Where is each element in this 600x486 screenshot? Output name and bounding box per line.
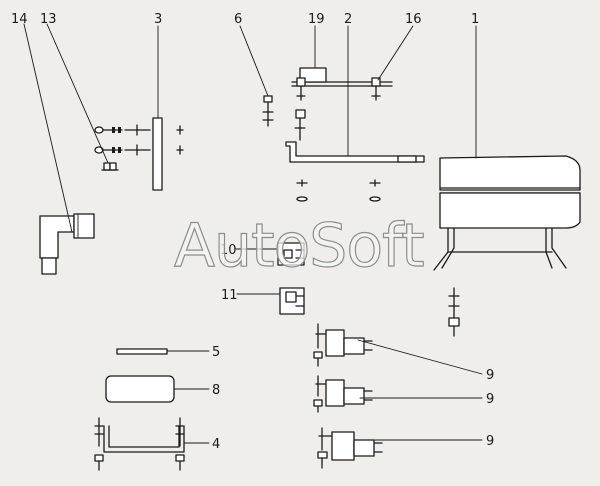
callout-9-bottom: 9 <box>486 434 494 449</box>
callout-16: 16 <box>405 12 422 27</box>
part-6-bolt <box>262 95 274 127</box>
callout-6: 6 <box>234 12 242 27</box>
watermark: AutoSoft <box>174 211 424 281</box>
callout-2: 2 <box>344 12 352 27</box>
callout-4: 4 <box>212 437 220 452</box>
part-2-bracket <box>285 67 425 202</box>
part-5-strip <box>116 348 168 355</box>
part-10-relay <box>277 242 305 266</box>
callout-19: 19 <box>308 12 325 27</box>
loose-bolt <box>448 287 460 337</box>
callout-5: 5 <box>212 345 220 360</box>
part-4-u-bracket <box>94 417 185 471</box>
leader-lines <box>23 23 483 444</box>
part-8-pad <box>105 375 175 403</box>
callout-13: 13 <box>40 12 57 27</box>
callout-14: 14 <box>11 12 28 27</box>
callout-labels: 14 13 3 6 19 2 16 1 10 11 5 8 4 9 9 9 <box>11 12 494 452</box>
callout-3: 3 <box>154 12 162 27</box>
part-11-relay <box>279 287 305 315</box>
part-9-unit-bottom <box>317 427 383 469</box>
callout-9-middle: 9 <box>486 392 494 407</box>
part-9-unit-middle <box>313 375 373 413</box>
callout-9-top: 9 <box>486 368 494 383</box>
part-14-elbow-boot <box>39 213 95 275</box>
part-13-clips <box>101 162 119 171</box>
part-9-unit-top <box>313 323 373 367</box>
callout-11: 11 <box>221 288 238 303</box>
part-1-battery-box <box>433 155 581 271</box>
callout-1: 1 <box>471 12 479 27</box>
part-3-strap <box>94 117 184 191</box>
callout-8: 8 <box>212 383 220 398</box>
callout-10: 10 <box>220 243 237 258</box>
